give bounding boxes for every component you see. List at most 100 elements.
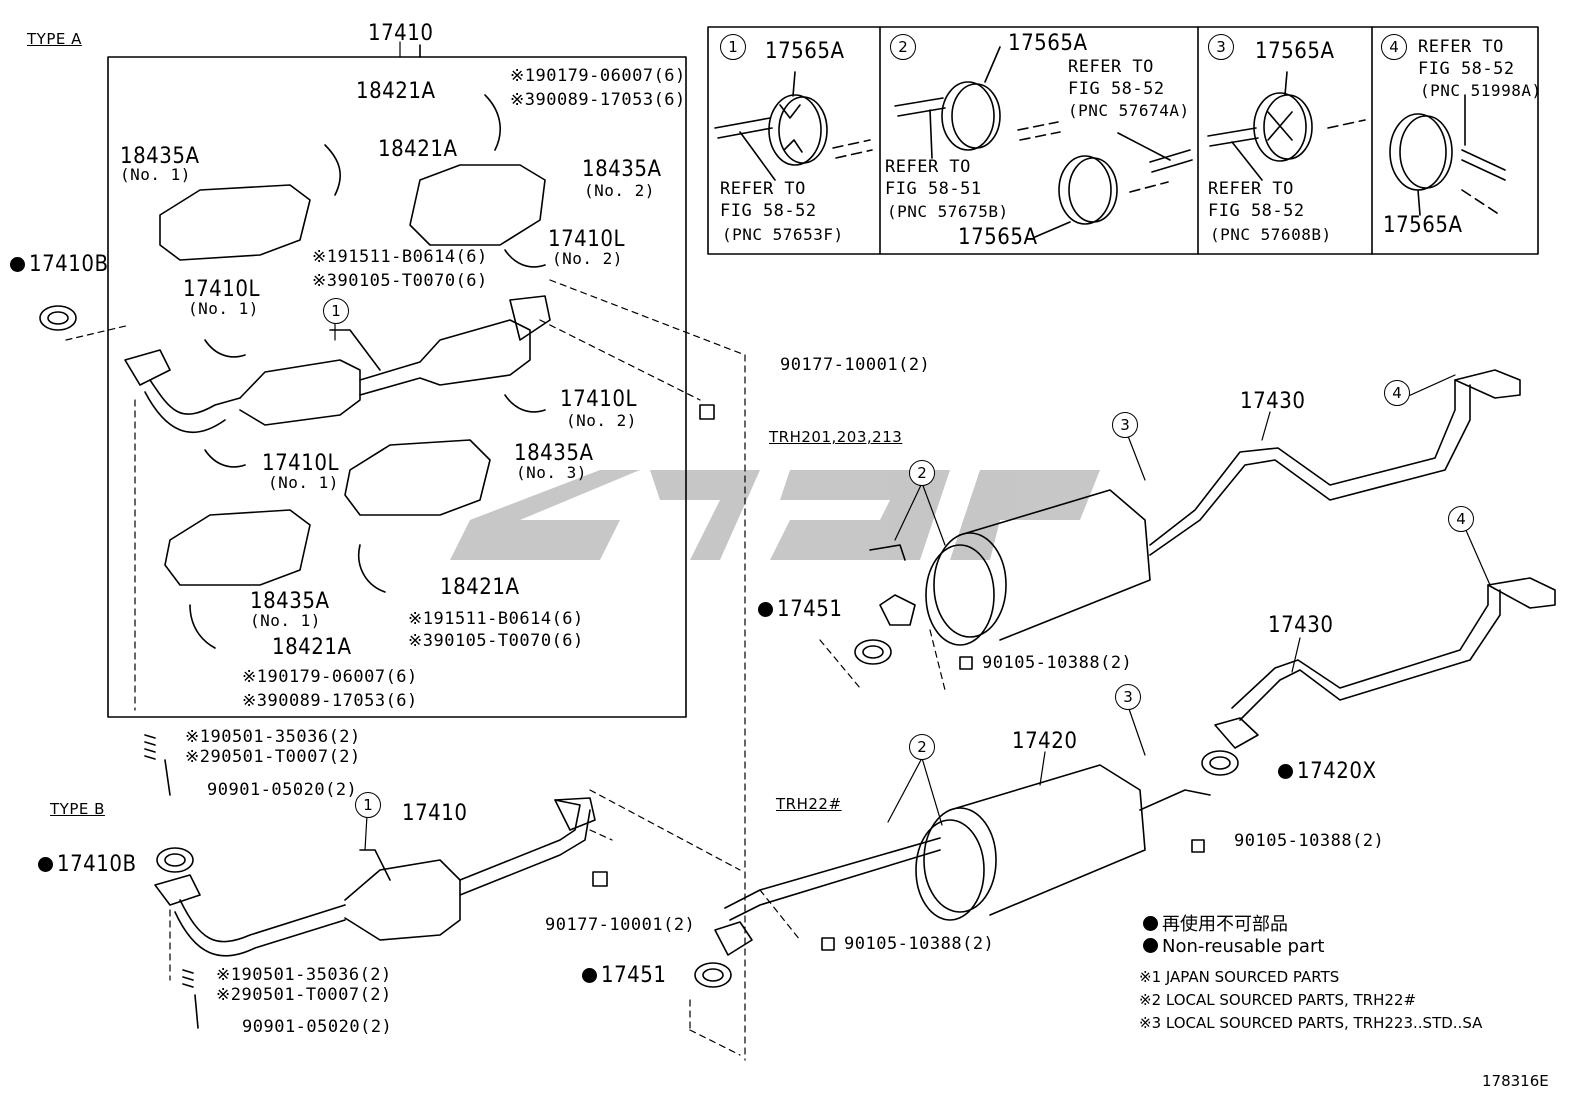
hanger-box4-refer: REFER TO (1418, 37, 1504, 57)
hanger-box2-refer-right: REFER TO (1068, 57, 1154, 77)
hanger-box1-art (714, 71, 873, 181)
part-17410-a[interactable]: 17410 (368, 21, 434, 46)
callout-1-a: 1 (323, 298, 349, 324)
part-390105-b[interactable]: ※390105-T0070(6) (408, 631, 584, 651)
hanger-box1-fig: FIG 58-52 (720, 201, 817, 221)
part-18435a-3[interactable]: 18435A (514, 441, 594, 466)
legend-en: Non-reusable part (1143, 936, 1324, 957)
part-17410b-a-text: 17410B (29, 252, 109, 277)
hanger-box2-refer-left: REFER TO (885, 157, 971, 177)
muffler-bottom-art (714, 577, 1556, 956)
part-190501-a[interactable]: ※190501-35036(2) (185, 727, 361, 747)
part-17410l-3-note: (No. 2) (566, 411, 637, 430)
part-17410l-2[interactable]: 17410L (548, 227, 625, 252)
part-17420x[interactable]: 17420X (1278, 760, 1377, 784)
callout-3-b: 3 (1115, 684, 1141, 710)
hanger-box1-refer: REFER TO (720, 179, 806, 199)
hanger-box2-fig-right: FIG 58-52 (1068, 79, 1165, 99)
part-18435a-1-note: (No. 1) (120, 165, 191, 184)
callout-1-b: 1 (355, 792, 381, 818)
heat-shields-art (159, 164, 546, 586)
part-17451-a[interactable]: 17451 (758, 598, 842, 622)
part-90105-c[interactable]: 90105-10388(2) (1234, 831, 1385, 851)
trh22-label: TRH22# (776, 795, 842, 813)
part-190179-b[interactable]: ※190179-06007(6) (242, 667, 418, 687)
hanger-box3-part: 17565A (1255, 39, 1335, 64)
part-17430-bottom[interactable]: 17430 (1268, 613, 1334, 638)
legend-dot-jp (1143, 914, 1162, 935)
hanger-box1-number: 1 (720, 34, 746, 60)
type-a-pipe-art (124, 295, 551, 434)
part-90901-b[interactable]: 90901-05020(2) (242, 1017, 393, 1037)
part-17410l-4-note: (No. 1) (268, 473, 339, 492)
hanger-box2-number: 2 (890, 34, 916, 60)
watermark-logo (450, 470, 1100, 560)
part-190501-b[interactable]: ※190501-35036(2) (216, 965, 392, 985)
part-18435a-1[interactable]: 18435A (120, 144, 200, 169)
part-18435a-4-note: (No. 1) (250, 611, 321, 630)
hanger-box3-pnc: (PNC 57608B) (1210, 225, 1332, 244)
part-17410l-4[interactable]: 17410L (262, 451, 339, 476)
non-reusable-dot (758, 597, 777, 622)
part-90105-a[interactable]: 90105-10388(2) (982, 653, 1133, 673)
hanger-table (707, 26, 1539, 255)
clamps-art (189, 94, 546, 649)
part-190179-a[interactable]: ※190179-06007(6) (510, 66, 686, 86)
hanger-box4-pnc: (PNC 51998A) (1420, 81, 1542, 100)
hanger-box4-number: 4 (1381, 34, 1407, 60)
part-17451-a-text: 17451 (777, 597, 843, 622)
part-18421a-4[interactable]: 18421A (272, 635, 352, 660)
hanger-box4-fig: FIG 58-52 (1418, 59, 1515, 79)
hanger-box3-fig: FIG 58-52 (1208, 201, 1305, 221)
part-191511-a[interactable]: ※191511-B0614(6) (312, 247, 488, 267)
part-90901-a[interactable]: 90901-05020(2) (207, 780, 358, 800)
hanger-box4-part: 17565A (1383, 213, 1463, 238)
part-17410b-a[interactable]: 17410B (10, 253, 109, 277)
hanger-box4-art (1389, 94, 1506, 216)
legend-jp: 再使用不可部品 (1143, 910, 1288, 936)
type-b-pipe-art (154, 797, 596, 957)
bolts-art (144, 734, 199, 1029)
part-18421a-3[interactable]: 18421A (440, 575, 520, 600)
type-a-label: TYPE A (27, 30, 82, 48)
part-17410-b[interactable]: 17410 (402, 801, 468, 826)
non-reusable-dot (1278, 759, 1297, 784)
legend-note-1: ※1 JAPAN SOURCED PARTS (1139, 968, 1340, 986)
hanger-box3-art (1207, 71, 1366, 181)
part-90177-b[interactable]: 90177-10001(2) (545, 915, 696, 935)
hanger-box1-part: 17565A (765, 39, 845, 64)
non-reusable-dot (582, 963, 601, 988)
figure-id: 178316E (1482, 1072, 1549, 1090)
part-18435a-3-note: (No. 3) (516, 463, 587, 482)
part-17410b-b-text: 17410B (57, 852, 137, 877)
part-17410l-3[interactable]: 17410L (560, 387, 637, 412)
part-18421a-1[interactable]: 18421A (356, 79, 436, 104)
part-90177-a[interactable]: 90177-10001(2) (780, 355, 931, 375)
part-18435a-2[interactable]: 18435A (582, 157, 662, 182)
part-290501-a[interactable]: ※290501-T0007(2) (185, 747, 361, 767)
part-17420x-text: 17420X (1297, 759, 1377, 784)
legend-jp-text: 再使用不可部品 (1162, 914, 1288, 935)
part-17451-b[interactable]: 17451 (582, 964, 666, 988)
part-90105-b[interactable]: 90105-10388(2) (844, 934, 995, 954)
part-17410b-b[interactable]: 17410B (38, 853, 137, 877)
part-390105-a[interactable]: ※390105-T0070(6) (312, 271, 488, 291)
part-18435a-4[interactable]: 18435A (250, 589, 330, 614)
callout-3-a: 3 (1112, 412, 1138, 438)
part-390089-a[interactable]: ※390089-17053(6) (510, 90, 686, 110)
trh201-label: TRH201,203,213 (769, 428, 903, 446)
part-17420[interactable]: 17420 (1012, 729, 1078, 754)
part-390089-b[interactable]: ※390089-17053(6) (242, 691, 418, 711)
hanger-box2-pnc-right: (PNC 57674A) (1068, 101, 1190, 120)
part-290501-b[interactable]: ※290501-T0007(2) (216, 985, 392, 1005)
part-191511-b[interactable]: ※191511-B0614(6) (408, 609, 584, 629)
part-17430-top[interactable]: 17430 (1240, 389, 1306, 414)
hanger-box3-number: 3 (1208, 34, 1234, 60)
callout-4-b: 4 (1448, 506, 1474, 532)
hanger-box3-refer: REFER TO (1208, 179, 1294, 199)
hanger-box2-art (894, 46, 1193, 238)
part-17410l-1[interactable]: 17410L (183, 277, 260, 302)
part-18421a-2[interactable]: 18421A (378, 137, 458, 162)
